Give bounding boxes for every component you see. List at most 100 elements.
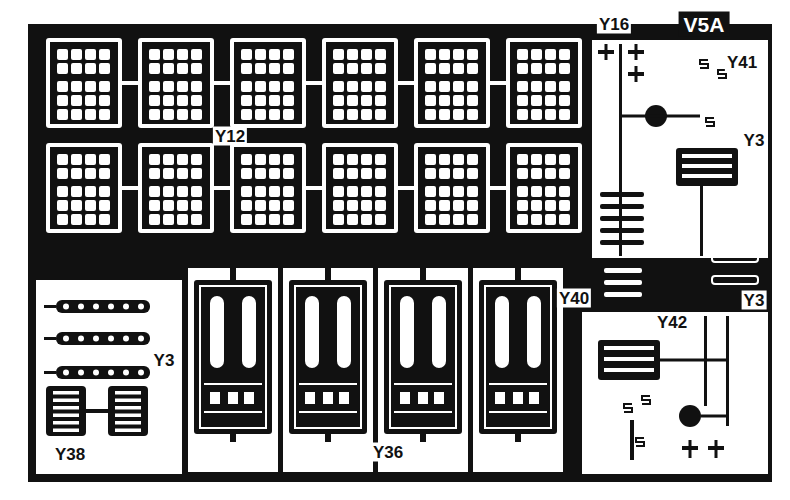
window-pane — [439, 214, 450, 225]
part-number: Y12 — [213, 127, 247, 146]
window-pane — [531, 168, 542, 179]
window-outline — [506, 143, 582, 233]
window-pane — [269, 109, 280, 120]
rung-part — [712, 276, 758, 284]
window-pane — [177, 168, 188, 179]
window-pane — [425, 95, 436, 106]
window-pane — [531, 200, 542, 211]
door-detail — [244, 392, 254, 404]
strip-hole — [108, 336, 114, 342]
window-pane — [439, 63, 450, 74]
grille-slot — [115, 391, 141, 395]
window-pane — [71, 214, 82, 225]
sprue-tab — [420, 268, 426, 282]
fret-code: V5A — [679, 12, 730, 37]
window-pane — [241, 95, 252, 106]
window-pane — [517, 154, 528, 165]
window-pane — [559, 154, 570, 165]
window-pane — [439, 81, 450, 92]
window-pane — [85, 95, 96, 106]
window-pane — [85, 49, 96, 60]
sprue-tab — [230, 268, 236, 282]
strip-hole — [93, 304, 99, 310]
window-pane — [149, 168, 160, 179]
window-pane — [333, 200, 344, 211]
window-pane — [531, 154, 542, 165]
part-number: Y3 — [742, 131, 767, 150]
window-pane — [347, 214, 358, 225]
grille-slot — [53, 414, 79, 418]
window-pane — [361, 81, 372, 92]
door-bar — [394, 411, 452, 413]
rung-part — [600, 216, 644, 221]
grille-slot — [115, 414, 141, 418]
door-bar — [204, 411, 262, 413]
sprue-tab — [325, 268, 331, 282]
door-slot — [337, 296, 351, 368]
part-number: Y41 — [725, 53, 759, 72]
window-pane — [99, 200, 110, 211]
rung-part — [600, 204, 644, 209]
window-pane — [517, 168, 528, 179]
window-pane — [439, 154, 450, 165]
window-pane — [255, 168, 266, 179]
grille-slot — [53, 421, 79, 425]
window-pane — [545, 109, 556, 120]
door-detail — [418, 392, 428, 404]
window-pane — [375, 214, 386, 225]
window-pane — [191, 81, 202, 92]
window-frame — [142, 147, 210, 229]
strip-hole — [78, 336, 84, 342]
window-pane — [545, 81, 556, 92]
window-pane — [163, 109, 174, 120]
window-outline — [138, 143, 214, 233]
window-pane — [559, 49, 570, 60]
sprue-tab — [306, 81, 322, 85]
window-pane — [531, 186, 542, 197]
door-slot — [527, 296, 541, 368]
sprue-tab — [44, 337, 56, 340]
window-pane — [361, 95, 372, 106]
window-pane — [545, 63, 556, 74]
grille-slot — [53, 406, 79, 410]
cross-part — [715, 440, 718, 458]
door-detail — [495, 392, 505, 404]
window-pane — [333, 63, 344, 74]
hook-part — [624, 404, 632, 412]
window-pane — [177, 109, 188, 120]
window-pane — [255, 214, 266, 225]
window-pane — [467, 63, 478, 74]
window-pane — [453, 49, 464, 60]
window-pane — [333, 214, 344, 225]
window-pane — [375, 186, 386, 197]
small-parts — [582, 40, 768, 474]
window-pane — [269, 63, 280, 74]
window-pane — [517, 49, 528, 60]
window-outline — [414, 38, 490, 128]
window-pane — [283, 95, 294, 106]
window-pane — [163, 81, 174, 92]
window-pane — [361, 168, 372, 179]
hook-part — [706, 118, 714, 126]
window-pane — [71, 63, 82, 74]
sprue-tab — [122, 186, 138, 190]
window-pane — [559, 109, 570, 120]
window-pane — [425, 81, 436, 92]
sprue-tab — [398, 186, 414, 190]
window-pane — [163, 95, 174, 106]
window-pane — [149, 95, 160, 106]
window-pane — [531, 95, 542, 106]
window-pane — [347, 49, 358, 60]
window-pane — [57, 154, 68, 165]
window-pane — [177, 214, 188, 225]
strip-hole — [63, 370, 69, 376]
window-frame — [50, 42, 118, 124]
sprue-tab — [44, 371, 56, 374]
window-pane — [163, 154, 174, 165]
window-pane — [85, 200, 96, 211]
window-pane — [255, 95, 266, 106]
strip-hole — [78, 304, 84, 310]
window-pane — [269, 200, 280, 211]
window-outline — [46, 143, 122, 233]
fret-sheet — [28, 24, 772, 482]
